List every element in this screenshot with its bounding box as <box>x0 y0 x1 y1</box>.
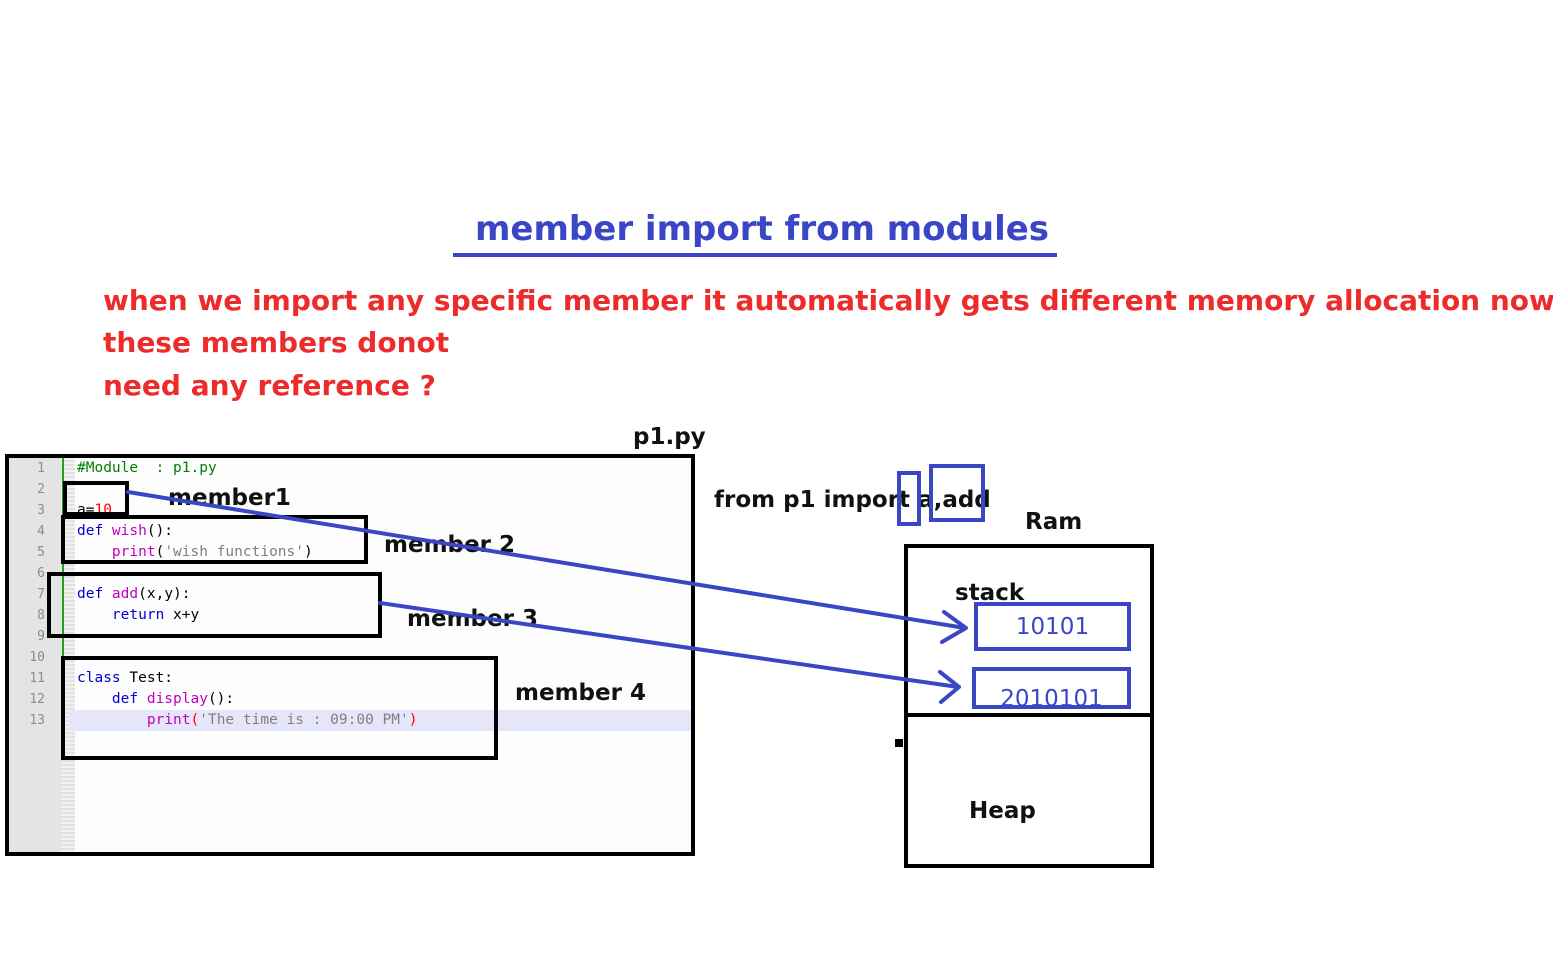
marker-dot <box>895 739 903 747</box>
arrow-a-to-stack <box>126 490 967 630</box>
member4-box <box>61 656 498 760</box>
import-a-highlight <box>897 471 921 526</box>
stack-value-add: 2010101 <box>1000 686 1103 709</box>
line-number: 1 <box>37 461 45 476</box>
line-number-gutter <box>9 458 61 852</box>
code-line: 13 print('The time is : 09:00 PM') <box>9 710 691 731</box>
line-number: 6 <box>37 566 45 581</box>
code-token: display <box>146 691 208 707</box>
code-line: 8 return x+y <box>9 605 691 626</box>
code-text: print('wish functions') <box>77 542 313 563</box>
line-number: 7 <box>37 587 45 602</box>
line-number: 13 <box>29 713 45 728</box>
code-line: 10 <box>9 647 691 668</box>
note-line-3: need any reference ? <box>103 369 436 402</box>
page-title: member import from modules <box>475 209 1050 249</box>
code-token: ) <box>304 544 313 560</box>
code-line: 7 def add(x,y): <box>9 584 691 605</box>
line-number: 5 <box>37 545 45 560</box>
code-token: wish <box>111 523 147 539</box>
line-number: 10 <box>29 650 45 665</box>
line-number: 12 <box>29 692 45 707</box>
code-line: 2 <box>9 479 691 500</box>
line-number: 9 <box>37 629 45 644</box>
arrow-add-to-stack <box>378 601 960 689</box>
file-label: p1.py <box>633 424 706 450</box>
code-token: def <box>77 586 112 602</box>
arrow-add-head <box>938 670 961 704</box>
code-text: return x+y <box>77 605 199 626</box>
stack-label: stack <box>955 580 1025 606</box>
stack-value-a: 10101 <box>1015 614 1090 640</box>
code-text: print('The time is : 09:00 PM') <box>77 710 418 731</box>
arrow-a-head <box>940 610 968 644</box>
code-text: #Module : p1.py <box>77 458 217 479</box>
code-token: print <box>146 712 191 728</box>
code-token: return <box>111 607 165 623</box>
code-token: class <box>77 670 121 686</box>
code-text: def wish(): <box>77 521 173 542</box>
code-token: def <box>77 523 112 539</box>
current-line-highlight <box>69 710 691 731</box>
code-token: (): <box>146 523 174 539</box>
import-add-highlight <box>929 464 985 522</box>
line-number: 3 <box>37 503 45 518</box>
code-token: Test: <box>120 670 174 686</box>
note-line-2: these members donot <box>103 326 450 359</box>
code-text: class Test: <box>77 668 173 689</box>
stack-slot-add: 2010101 <box>972 667 1131 709</box>
code-text: def display(): <box>77 689 234 710</box>
line-number: 8 <box>37 608 45 623</box>
code-line: 4 def wish(): <box>9 521 691 542</box>
code-token: #Module : p1.py <box>77 460 217 476</box>
line-number: 4 <box>37 524 45 539</box>
code-line: 6 <box>9 563 691 584</box>
code-token: (x,y): <box>138 586 191 602</box>
code-line: 1 #Module : p1.py <box>9 458 691 479</box>
heap-label: Heap <box>969 798 1036 824</box>
code-line: 9 <box>9 626 691 647</box>
heap-region <box>904 713 1154 868</box>
code-token: print <box>111 544 156 560</box>
title-underline <box>453 253 1057 257</box>
code-token: x+y <box>164 607 200 623</box>
code-token: ) <box>408 712 418 728</box>
fold-indicator <box>62 458 64 726</box>
code-token: 'The time is : 09:00 PM' <box>199 712 409 728</box>
code-token: 'wish functions' <box>164 544 304 560</box>
member1-box <box>63 481 129 516</box>
member2-box <box>61 515 368 564</box>
line-number: 2 <box>37 482 45 497</box>
stack-slot-a: 10101 <box>974 602 1131 651</box>
line-number: 11 <box>29 671 45 686</box>
code-token: ( <box>190 712 200 728</box>
code-line: 11 class Test: <box>9 668 691 689</box>
note-line-1: when we import any specific member it au… <box>103 284 1553 317</box>
code-line: 12 def display(): <box>9 689 691 710</box>
code-token: add <box>111 586 139 602</box>
ram-label: Ram <box>1025 509 1083 535</box>
code-text: def add(x,y): <box>77 584 191 605</box>
code-token: def <box>111 691 147 707</box>
code-line: 5 print('wish functions') <box>9 542 691 563</box>
import-statement: from p1 import a,add <box>714 487 991 513</box>
code-token: (): <box>207 691 235 707</box>
member4-label: member 4 <box>515 680 646 706</box>
code-token: ( <box>155 544 165 560</box>
